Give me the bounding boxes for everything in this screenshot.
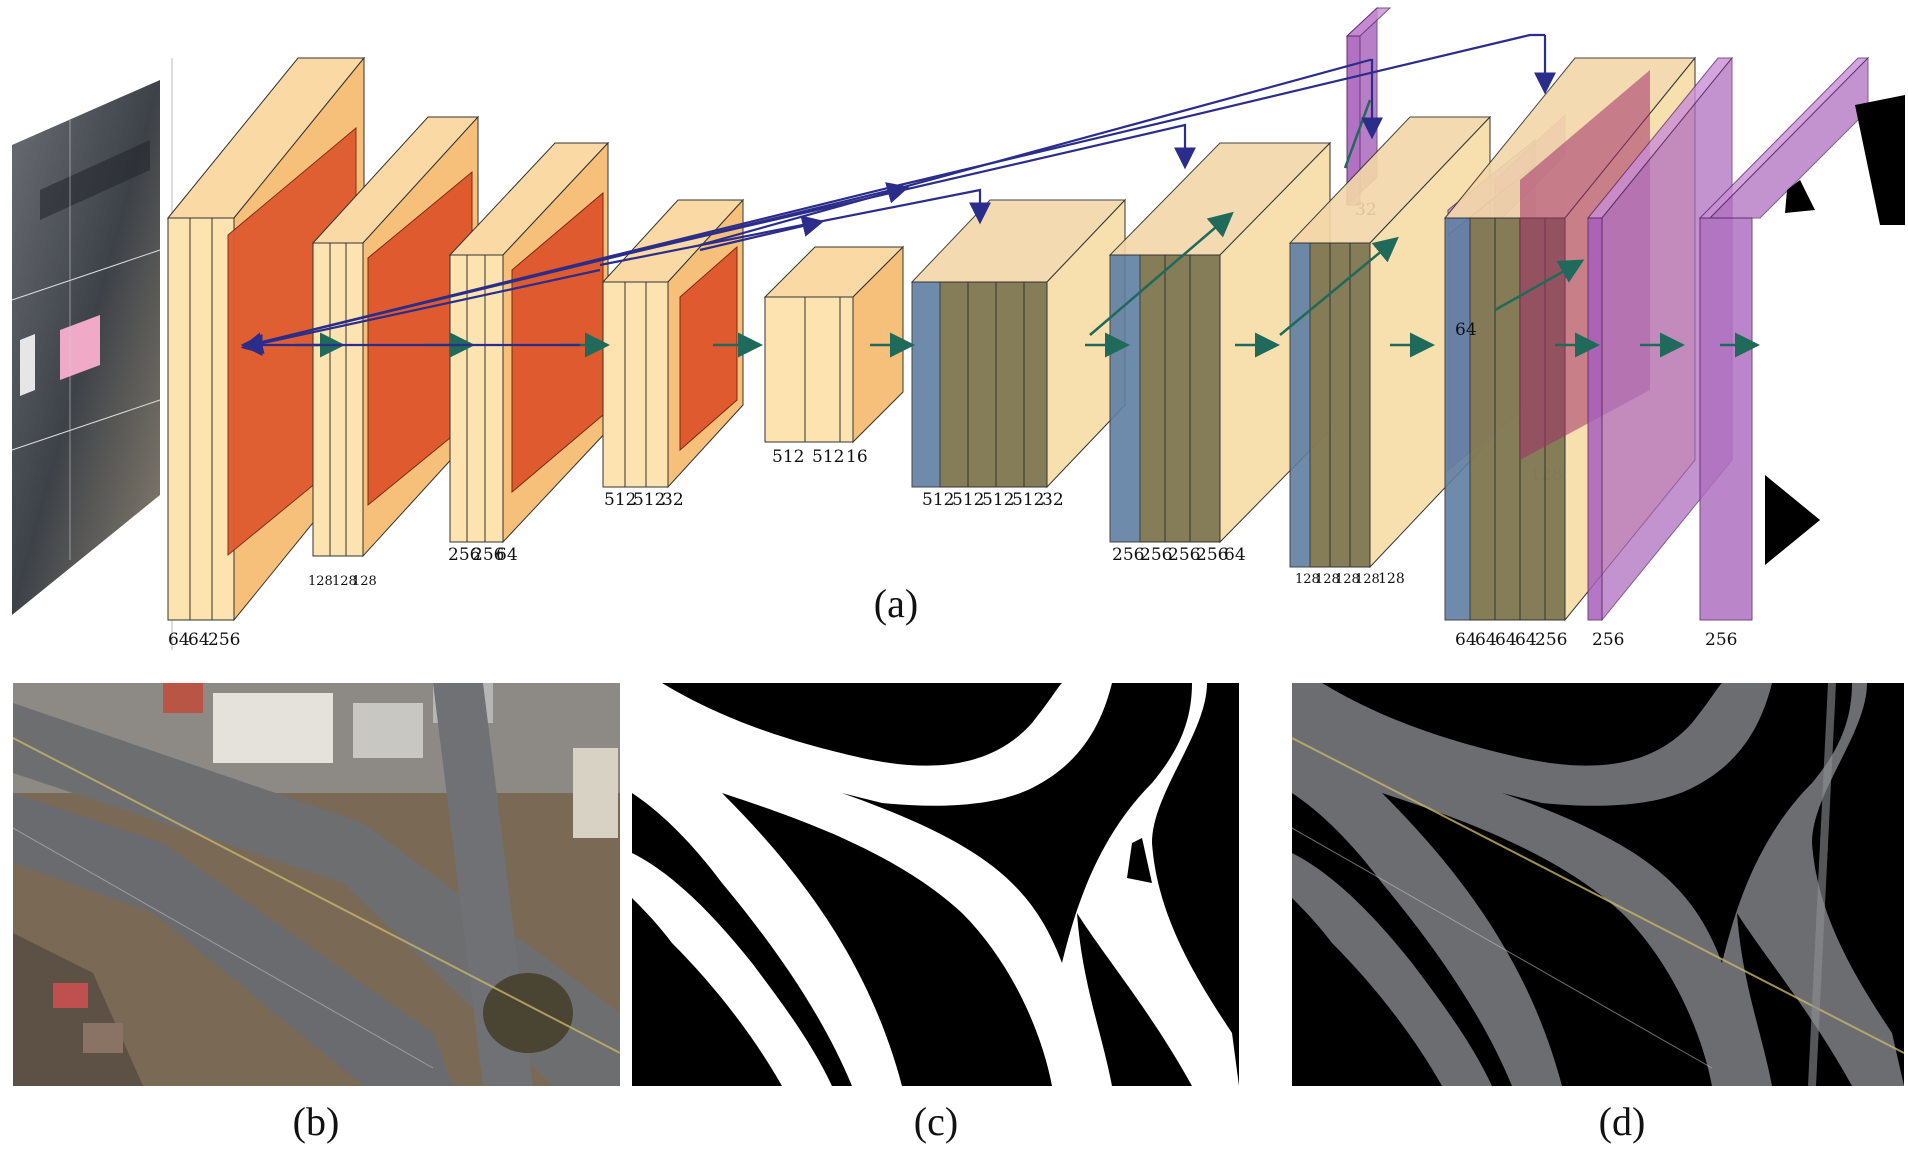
encoder-block-3 <box>448 141 610 544</box>
svg-text:128: 128 <box>1295 572 1320 587</box>
svg-text:512: 512 <box>604 490 636 510</box>
svg-text:128: 128 <box>1335 572 1360 587</box>
svg-text:64: 64 <box>1515 630 1537 650</box>
svg-text:64: 64 <box>188 630 210 650</box>
panel-c-road-mask <box>632 683 1239 1086</box>
svg-text:128: 128 <box>1315 572 1340 587</box>
bottleneck-labels: 512 512 16 <box>772 447 868 467</box>
svg-text:256: 256 <box>1168 545 1200 565</box>
svg-text:64: 64 <box>1455 320 1477 340</box>
mask-illustration <box>632 683 1239 1086</box>
svg-text:128: 128 <box>352 574 377 589</box>
svg-text:256: 256 <box>208 630 240 650</box>
svg-text:64: 64 <box>1475 630 1497 650</box>
side-block-32: 32 <box>1345 6 1392 220</box>
output-mask-preview <box>1765 95 1905 565</box>
svg-text:64: 64 <box>1455 630 1477 650</box>
svg-text:32: 32 <box>1042 490 1064 510</box>
caption-b: (b) <box>292 1099 340 1144</box>
decoder-block-2-labels: 256 256 256 256 64 <box>1112 545 1246 565</box>
svg-text:64: 64 <box>1224 545 1246 565</box>
encoder-block-2-labels: 128 128 128 <box>308 574 377 589</box>
svg-text:256: 256 <box>1196 545 1228 565</box>
masked-photo-illustration <box>1292 683 1904 1086</box>
skip-connection-arrows <box>240 33 1556 356</box>
svg-text:256: 256 <box>1535 630 1567 650</box>
decoder-block-1 <box>910 198 1127 489</box>
svg-text:16: 16 <box>846 447 868 467</box>
caption-c: (c) <box>913 1099 959 1144</box>
svg-text:128: 128 <box>1355 572 1380 587</box>
svg-text:64: 64 <box>1495 630 1517 650</box>
svg-text:32: 32 <box>662 490 684 510</box>
panel-b-aerial-image <box>13 683 620 1086</box>
panel-d-masked-image <box>1292 683 1904 1086</box>
svg-text:128: 128 <box>1378 571 1405 587</box>
decoder-block-1-labels: 512 512 512 512 32 <box>922 490 1064 510</box>
output-block-2: 256 <box>1698 56 1870 650</box>
svg-text:512: 512 <box>982 490 1014 510</box>
svg-text:512: 512 <box>772 447 804 467</box>
encoder-block-4-labels: 512 512 32 <box>604 490 684 510</box>
svg-text:256: 256 <box>1592 630 1624 650</box>
caption-d: (d) <box>1598 1099 1646 1144</box>
svg-text:512: 512 <box>812 447 844 467</box>
svg-text:256: 256 <box>472 545 504 565</box>
encoder-block-1-labels: 64 64 256 <box>168 630 240 650</box>
svg-text:512: 512 <box>633 490 665 510</box>
aerial-photo-illustration <box>13 683 620 1086</box>
svg-text:256: 256 <box>1705 630 1737 650</box>
svg-text:256: 256 <box>1140 545 1172 565</box>
decoder-block-4-labels: 64 64 64 64 256 <box>1455 630 1567 650</box>
encoder-block-4 <box>601 198 745 489</box>
unet-architecture-diagram: 64 64 256 128 128 128 256 <box>11 6 1905 650</box>
svg-text:64: 64 <box>496 545 518 565</box>
svg-text:128: 128 <box>332 574 357 589</box>
svg-text:256: 256 <box>448 545 480 565</box>
input-image <box>11 80 161 615</box>
caption-a: (a) <box>873 581 919 626</box>
svg-text:512: 512 <box>922 490 954 510</box>
svg-text:512: 512 <box>952 490 984 510</box>
svg-text:256: 256 <box>1112 545 1144 565</box>
svg-text:64: 64 <box>168 630 190 650</box>
svg-text:512: 512 <box>1012 490 1044 510</box>
encoder-block-3-labels: 256 256 64 <box>448 545 518 565</box>
svg-text:128: 128 <box>308 574 333 589</box>
encoder-block-2 <box>311 115 480 558</box>
